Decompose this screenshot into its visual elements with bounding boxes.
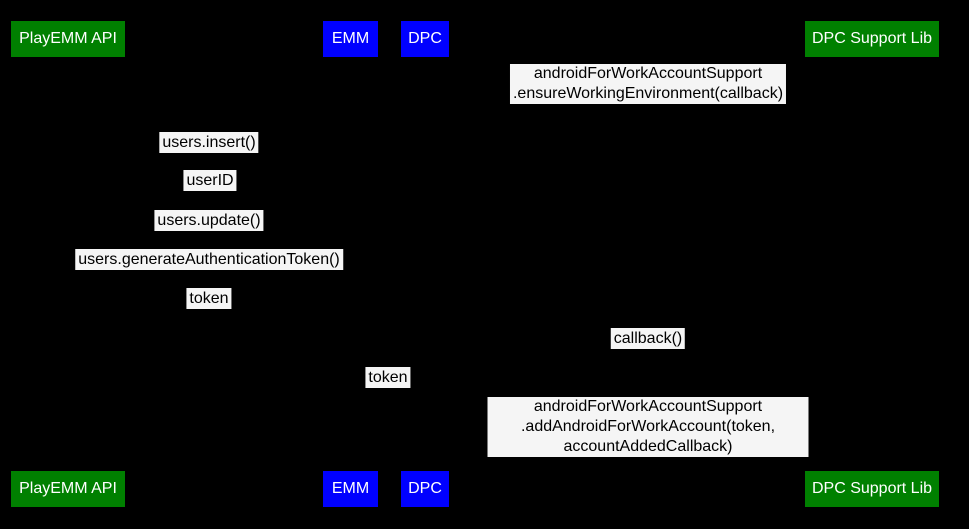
- message-generate-authentication-token: users.generateAuthenticationToken(): [75, 249, 343, 270]
- lifeline-emm: [350, 57, 351, 471]
- message-token-response: token: [186, 288, 232, 309]
- message-add-android-for-work-account: androidForWorkAccountSupport .addAndroid…: [487, 397, 809, 457]
- message-ensure-working-environment: androidForWorkAccountSupport .ensureWork…: [509, 64, 787, 104]
- actor-bottom-dpc-support-lib: DPC Support Lib: [805, 471, 939, 507]
- message-callback: callback(): [610, 328, 686, 349]
- actor-bottom-dpc: DPC: [401, 471, 449, 507]
- actor-top-dpc: DPC: [401, 21, 449, 57]
- lifeline-dpc: [425, 57, 426, 471]
- actor-top-playemm-api: PlayEMM API: [11, 21, 125, 57]
- message-users-update: users.update(): [154, 210, 264, 231]
- message-users-insert: users.insert(): [159, 132, 259, 153]
- message-user-id: userID: [183, 170, 237, 191]
- actor-top-emm: EMM: [323, 21, 378, 57]
- actor-bottom-emm: EMM: [323, 471, 378, 507]
- lifeline-playemm-api: [68, 57, 69, 471]
- message-token-to-dpc: token: [365, 367, 411, 388]
- lifeline-dpc-support-lib: [871, 57, 872, 471]
- actor-bottom-playemm-api: PlayEMM API: [11, 471, 125, 507]
- actor-top-dpc-support-lib: DPC Support Lib: [805, 21, 939, 57]
